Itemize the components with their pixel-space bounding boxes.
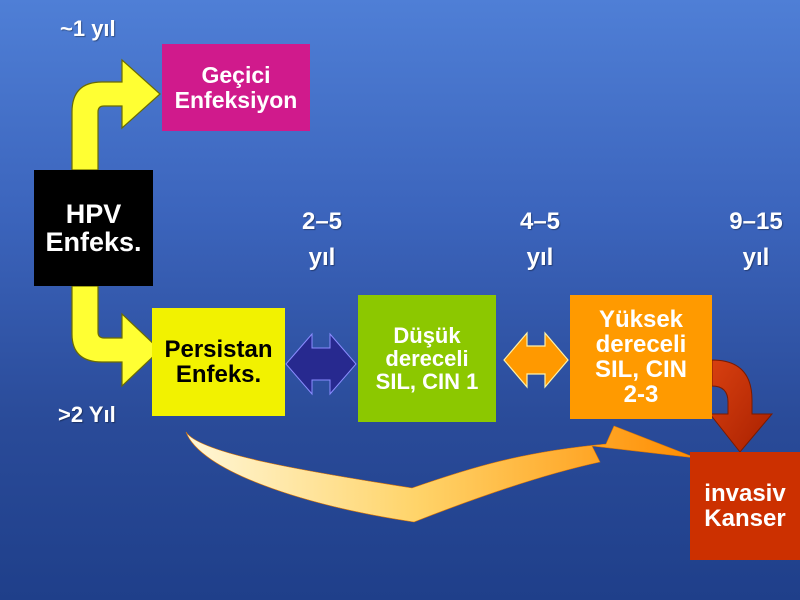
label-interval-2: 4–5 yıl xyxy=(500,210,580,270)
sweep-arrow xyxy=(185,425,697,523)
gecici-box-text: Geçici Enfeksiyon xyxy=(175,63,298,111)
invasiv-line-1: invasiv xyxy=(704,479,786,507)
label-interval-1-unit: yıl xyxy=(308,244,336,271)
label-interval-2-range: 4–5 xyxy=(519,208,561,235)
persistan-box-text: Persistan Enfeks. xyxy=(164,335,273,388)
red-curved-arrow xyxy=(708,359,774,453)
invasiv-line-2: Kanser xyxy=(704,505,786,532)
dusuk-box-text: Düşük dereceli SIL, CIN 1 xyxy=(376,324,479,393)
double-arrow-orange xyxy=(503,331,569,389)
label-one-year: ~1 yıl xyxy=(60,16,116,41)
yuksek-box-text: Yüksek dereceli SIL, CIN 2-3 xyxy=(594,305,687,409)
hpv-box-text: HPV Enfeks. xyxy=(45,198,142,257)
yuksek-line-1: Yüksek xyxy=(598,305,684,333)
yuksek-line-2: dereceli xyxy=(595,330,687,358)
hpv-line-2: Enfeks. xyxy=(45,227,142,257)
label-interval-1: 2–5 yıl xyxy=(282,210,362,270)
yellow-arrow-up xyxy=(71,58,161,171)
label-interval-3-range: 9–15 xyxy=(729,208,783,235)
hpv-box: HPV Enfeks. xyxy=(34,170,153,286)
label-interval-3: 9–15 yıl xyxy=(714,210,798,270)
yellow-arrow-down xyxy=(71,285,161,388)
label-interval-2-unit: yıl xyxy=(526,244,554,271)
invasiv-box: invasiv Kanser xyxy=(690,452,800,560)
gecici-box: Geçici Enfeksiyon xyxy=(162,44,310,131)
dusuk-line-3: SIL, CIN 1 xyxy=(375,369,479,395)
persistan-box: Persistan Enfeks. xyxy=(152,308,285,416)
double-arrow-blue xyxy=(285,332,357,396)
dusuk-line-1: Düşük xyxy=(393,322,461,348)
label-two-plus-years: >2 Yıl xyxy=(58,402,116,427)
dusuk-line-2: dereceli xyxy=(385,345,469,371)
persistan-line-1: Persistan xyxy=(164,335,273,363)
yuksek-box: Yüksek dereceli SIL, CIN 2-3 xyxy=(570,295,712,419)
yuksek-line-4: 2-3 xyxy=(623,381,659,409)
label-interval-3-unit: yıl xyxy=(742,244,770,271)
gecici-line-2: Enfeksiyon xyxy=(174,86,298,113)
gecici-line-1: Geçici xyxy=(201,62,271,89)
dusuk-box: Düşük dereceli SIL, CIN 1 xyxy=(358,295,496,422)
invasiv-box-text: invasiv Kanser xyxy=(704,479,786,532)
label-interval-1-range: 2–5 xyxy=(301,208,343,235)
yuksek-line-3: SIL, CIN xyxy=(594,356,687,383)
hpv-line-1: HPV xyxy=(65,198,122,229)
persistan-line-2: Enfeks. xyxy=(175,361,262,388)
